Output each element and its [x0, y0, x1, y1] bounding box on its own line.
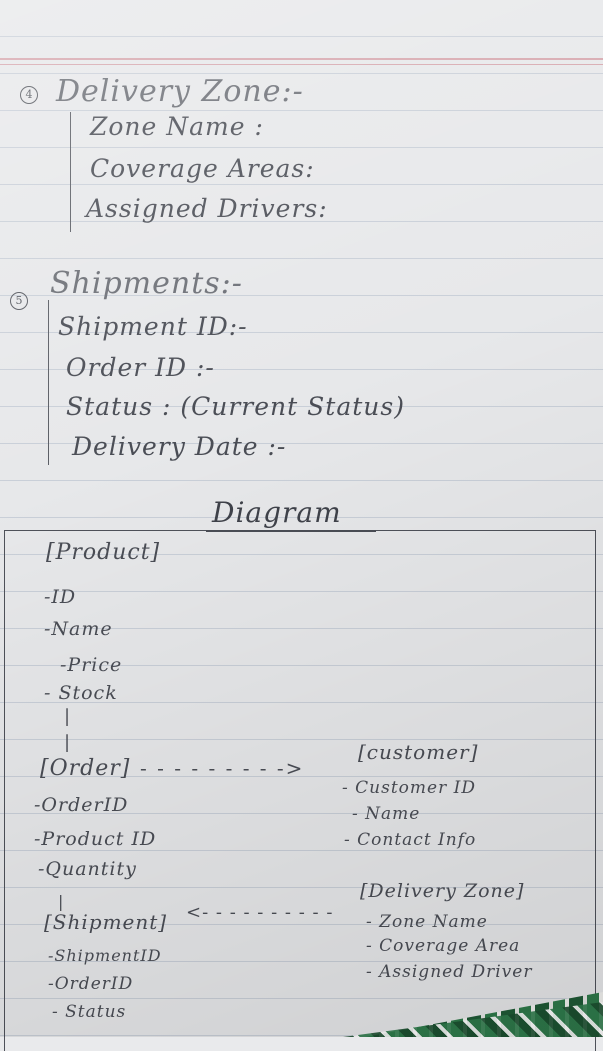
section5-heading: Shipments:-	[50, 266, 243, 301]
customer-field-contact: - Contact Info	[344, 830, 477, 850]
margin-line-secondary	[0, 64, 603, 65]
section5-bracket	[48, 300, 49, 465]
section-number-4: 4	[20, 86, 38, 104]
section4-field-drivers: Assigned Drivers:	[86, 194, 328, 223]
product-field-id: -ID	[44, 586, 77, 608]
order-entity-title: [Order]	[40, 756, 131, 781]
section4-heading: Delivery Zone:-	[56, 74, 304, 109]
section4-bracket	[70, 112, 71, 232]
delivery-zone-entity-title: [Delivery Zone]	[360, 880, 525, 902]
order-shipment-connector: |	[58, 892, 65, 911]
diagram-title: Diagram	[212, 496, 342, 529]
product-order-connector-top: |	[64, 706, 72, 727]
delivery-zone-field-driver: - Assigned Driver	[366, 962, 533, 982]
delivery-zone-field-name: - Zone Name	[366, 912, 488, 932]
margin-line	[0, 58, 603, 60]
section4-field-zone-name: Zone Name :	[90, 112, 264, 141]
customer-entity-title: [customer]	[358, 740, 479, 764]
shipment-field-orderid: -OrderID	[48, 974, 134, 994]
section5-field-order-id: Order ID :-	[66, 353, 215, 382]
shipment-field-shipmentid: -ShipmentID	[48, 946, 162, 965]
zone-shipment-arrow: <- - - - - - - - - -	[186, 902, 334, 923]
order-customer-arrow: - - - - - - - - ->	[140, 756, 305, 780]
section4-field-coverage: Coverage Areas:	[90, 154, 315, 183]
order-field-quantity: -Quantity	[38, 858, 137, 880]
shipment-entity-title: [Shipment]	[44, 910, 168, 934]
shipment-field-status: - Status	[52, 1002, 127, 1022]
product-field-price: -Price	[60, 654, 123, 676]
section5-field-delivery-date: Delivery Date :-	[72, 432, 287, 461]
section-number-5: 5	[10, 292, 28, 310]
customer-field-id: - Customer ID	[342, 778, 476, 798]
section5-field-status: Status : (Current Status)	[66, 392, 405, 421]
diagram-title-underline	[206, 530, 376, 532]
product-field-stock: - Stock	[44, 682, 118, 704]
order-field-orderid: -OrderID	[34, 794, 129, 816]
product-order-connector-bottom: |	[64, 732, 72, 753]
product-field-name: -Name	[44, 618, 113, 640]
product-entity-title: [Product]	[46, 540, 161, 565]
customer-field-name: - Name	[352, 804, 421, 824]
delivery-zone-field-coverage: - Coverage Area	[366, 936, 521, 956]
order-field-productid: -Product ID	[34, 828, 157, 850]
section5-field-shipment-id: Shipment ID:-	[58, 312, 248, 341]
